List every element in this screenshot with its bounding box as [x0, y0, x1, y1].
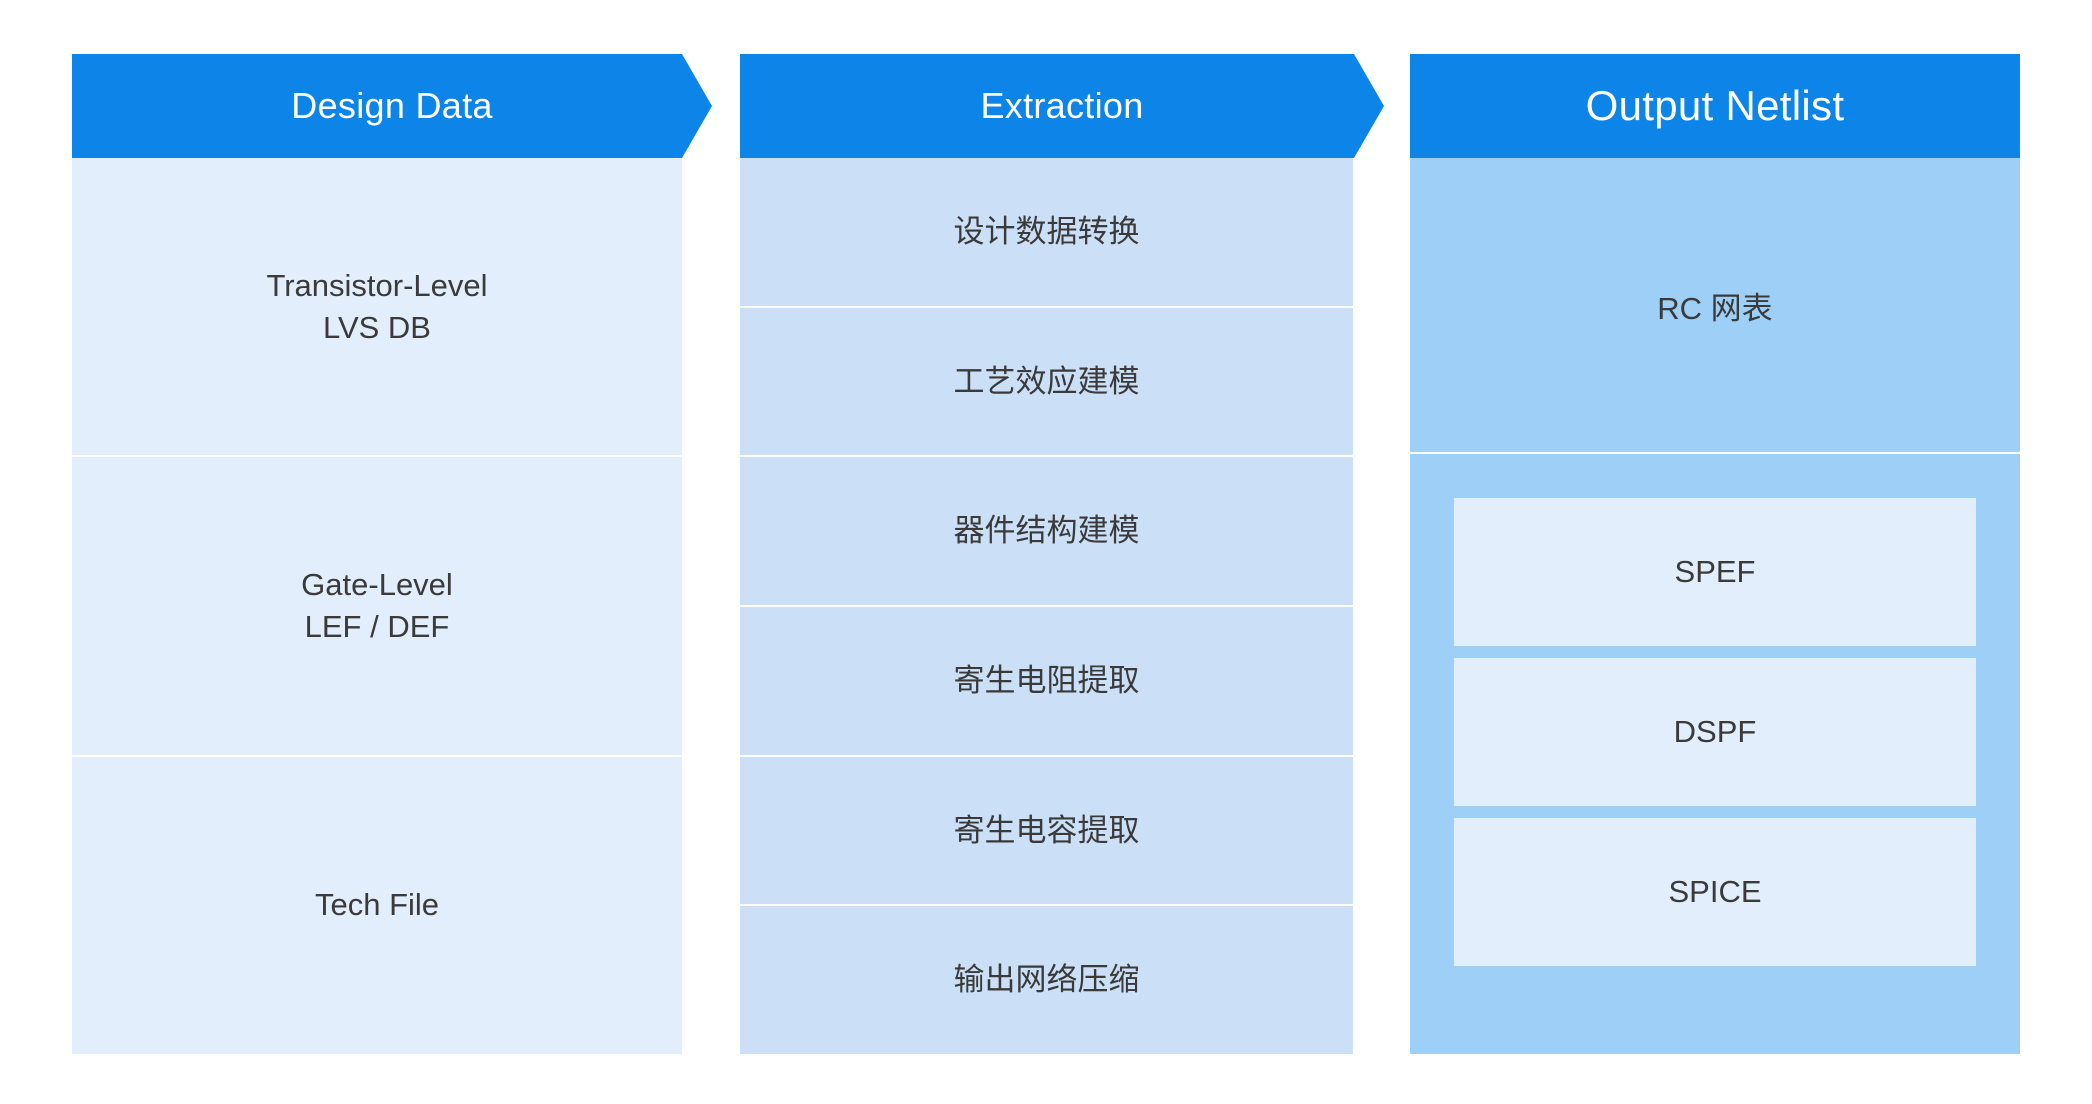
cell-label-gate-level: Gate-Level LEF / DEF — [301, 567, 453, 644]
format-box-spice[interactable]: SPICE — [1454, 818, 1976, 966]
cell-label-tech-file: Tech File — [314, 887, 440, 923]
cell-parasitic-capacitance-extraction[interactable]: 寄生电容提取 — [740, 754, 1353, 905]
column-body-design-data: Transistor-Level LVS DB Gate-Level LEF /… — [72, 158, 682, 1054]
format-label-spef: SPEF — [1674, 554, 1756, 589]
cell-transistor-level[interactable]: Transistor-Level LVS DB — [72, 158, 682, 456]
column-design-data: Design Data Transistor-Level LVS DB Gate… — [72, 54, 682, 1054]
column-header-label-output-netlist: Output Netlist — [1585, 82, 1845, 129]
cell-label-output-network-reduction: 输出网络压缩 — [953, 962, 1140, 998]
format-box-spef[interactable]: SPEF — [1454, 498, 1976, 646]
cell-label-process-effect-modeling: 工艺效应建模 — [953, 363, 1140, 399]
format-box-dspf[interactable]: DSPF — [1454, 658, 1976, 806]
column-header-label-design-data: Design Data — [291, 85, 493, 126]
format-label-spice: SPICE — [1668, 874, 1762, 909]
cell-output-network-reduction[interactable]: 输出网络压缩 — [740, 904, 1353, 1055]
cell-design-data-conversion[interactable]: 设计数据转换 — [740, 158, 1353, 306]
column-extraction: Extraction 设计数据转换 工艺效应建模 器件结构建模 寄生电阻提取 寄… — [740, 54, 1353, 1055]
column-header-design-data: Design Data — [72, 54, 712, 158]
cell-label-parasitic-resistance-extraction: 寄生电阻提取 — [953, 662, 1140, 698]
column-header-extraction: Extraction — [740, 54, 1384, 158]
column-header-label-extraction: Extraction — [980, 85, 1144, 126]
column-body-extraction: 设计数据转换 工艺效应建模 器件结构建模 寄生电阻提取 寄生电容提取 输出网络压… — [740, 158, 1353, 1055]
cell-process-effect-modeling[interactable]: 工艺效应建模 — [740, 305, 1353, 456]
cell-label-rc-netlist: RC 网表 — [1657, 290, 1773, 326]
cell-label-device-structure-modeling: 器件结构建模 — [953, 513, 1140, 549]
column-output-netlist: Output Netlist RC 网表 SPEF DSPF SPICE — [1410, 54, 2020, 1054]
cell-label-parasitic-capacitance-extraction: 寄生电容提取 — [953, 812, 1140, 848]
cell-label-transistor-level: Transistor-Level LVS DB — [266, 267, 488, 345]
cell-parasitic-resistance-extraction[interactable]: 寄生电阻提取 — [740, 605, 1353, 755]
cell-gate-level[interactable]: Gate-Level LEF / DEF — [72, 455, 682, 755]
cell-label-design-data-conversion: 设计数据转换 — [953, 213, 1140, 249]
column-body-output-netlist: RC 网表 SPEF DSPF SPICE — [1410, 158, 2020, 1054]
format-label-dspf: DSPF — [1673, 714, 1757, 749]
cell-tech-file[interactable]: Tech File — [72, 754, 682, 1054]
cell-device-structure-modeling[interactable]: 器件结构建模 — [740, 455, 1353, 606]
column-header-output-netlist: Output Netlist — [1410, 54, 2020, 158]
cell-rc-netlist[interactable]: RC 网表 — [1410, 158, 2020, 454]
netlist-format-list: SPEF DSPF SPICE — [1410, 454, 2020, 1054]
